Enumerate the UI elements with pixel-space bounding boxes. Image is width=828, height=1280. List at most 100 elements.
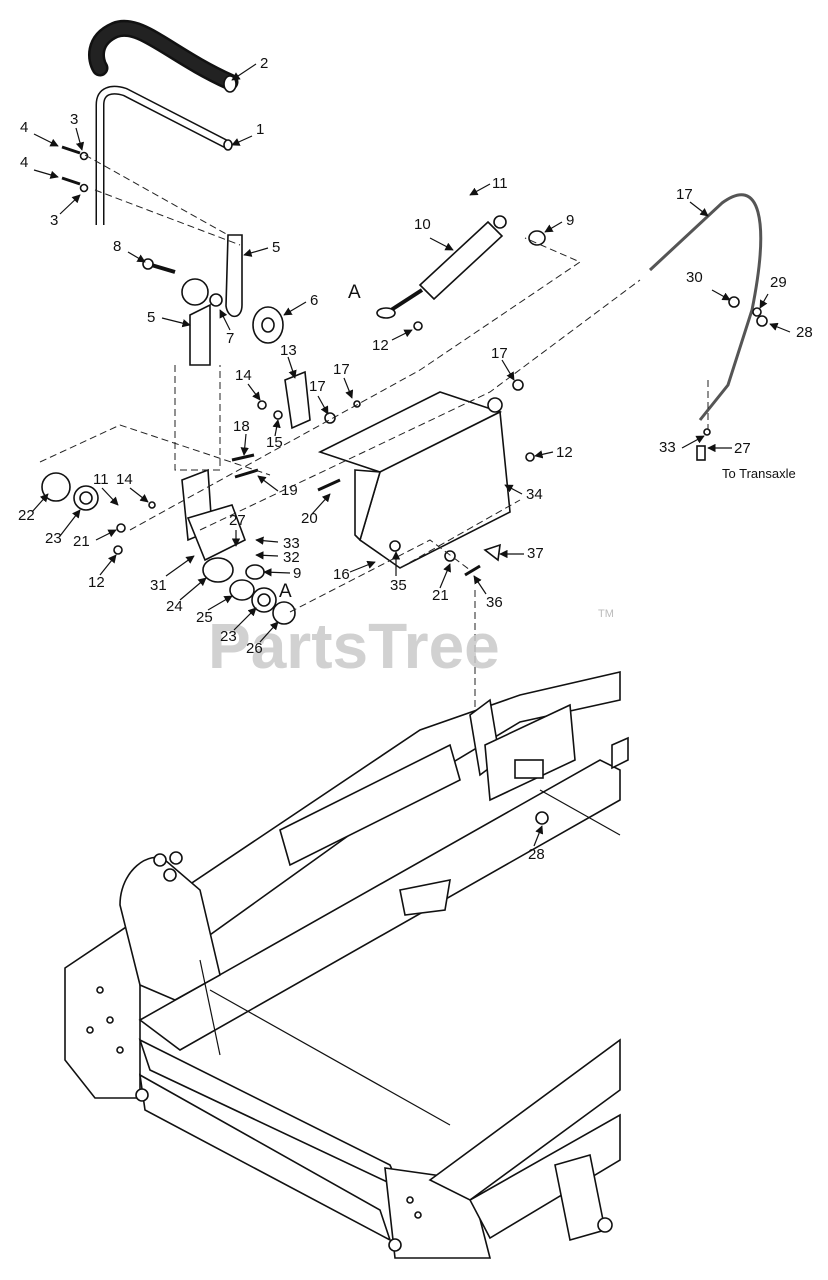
callout: 9	[566, 212, 574, 229]
callout: 2	[260, 55, 268, 72]
bushing-22	[41, 472, 71, 502]
callout: 24	[166, 598, 183, 615]
callout: 23	[45, 530, 62, 547]
leader-arrow	[429, 237, 454, 251]
callout: 32	[283, 549, 300, 566]
callout: 7	[226, 330, 234, 347]
leader-arrow	[263, 568, 291, 577]
callout: 11	[93, 471, 109, 488]
leader-arrow	[255, 536, 279, 545]
pivot-assembly	[181, 468, 246, 583]
leader-arrow	[59, 194, 81, 215]
leader-arrow	[317, 395, 329, 415]
callout: 16	[333, 566, 350, 583]
leader-arrow	[681, 435, 705, 449]
callout: 28	[528, 846, 545, 863]
leader-arrow	[95, 529, 117, 541]
callout: 19	[281, 482, 298, 499]
callout: 17	[309, 378, 326, 395]
leader-arrow	[99, 554, 117, 576]
gas-cylinder	[376, 215, 507, 319]
callout: 21	[73, 533, 90, 550]
watermark: PartsTree	[208, 610, 500, 682]
callout-labels: 1 2 3 3 4 4 5 5 6 7 8 9 9 10 11 11 12 12…	[18, 55, 813, 863]
leader-arrow	[287, 356, 297, 379]
leader-arrow	[259, 621, 279, 643]
gear	[181, 278, 209, 306]
callout: 17	[333, 361, 350, 378]
callout: 4	[20, 119, 28, 136]
callout: 22	[18, 507, 35, 524]
leader-arrow	[243, 247, 269, 257]
plate-13	[284, 370, 311, 430]
callout: 27	[229, 512, 246, 529]
callout: 13	[280, 342, 297, 359]
callout: 15	[266, 434, 283, 451]
leader-arrow	[533, 825, 544, 847]
callout: 27	[734, 440, 751, 457]
leader-arrow	[504, 484, 523, 495]
leader-arrow	[343, 377, 354, 399]
to-transaxle-note: To Transaxle	[722, 466, 796, 481]
callout: 33	[283, 535, 300, 552]
assembly-guides	[39, 154, 709, 720]
callout: 35	[390, 577, 407, 594]
callout: 29	[770, 274, 787, 291]
reference-letter-lower: A	[279, 581, 292, 602]
leader-arrow	[257, 475, 279, 492]
callout: 26	[246, 640, 263, 657]
hardware-screws-upper	[61, 145, 89, 193]
leader-arrow	[439, 563, 451, 589]
cable	[648, 193, 763, 421]
leader-arrow	[75, 127, 85, 151]
callout: 25	[196, 609, 213, 626]
callout: 31	[150, 577, 167, 594]
reference-letter-upper: A	[348, 282, 361, 303]
leader-arrow	[534, 450, 554, 459]
bushing-9-lower	[245, 564, 265, 580]
callout: 1	[256, 121, 264, 138]
callout: 30	[686, 269, 703, 286]
callout: 17	[491, 345, 508, 362]
callout: 5	[272, 239, 280, 256]
bushing-9-upper	[528, 230, 546, 246]
leader-arrow	[231, 135, 253, 146]
leader-arrow	[311, 493, 331, 515]
callout: 12	[556, 444, 573, 461]
mower-frame	[64, 670, 629, 1259]
leader-arrow	[127, 251, 146, 263]
leader-arrow	[711, 289, 731, 301]
leader-arrow	[544, 221, 563, 233]
callout: 6	[310, 292, 318, 309]
control-bracket	[317, 391, 511, 569]
sleeve-25	[229, 579, 255, 601]
leader-arrow	[31, 493, 49, 513]
bracket-bar-lower	[189, 303, 211, 366]
leader-arrow	[161, 317, 191, 328]
callout: 3	[50, 212, 58, 229]
leader-arrow	[219, 309, 231, 331]
callout: 11	[492, 175, 508, 192]
leader-arrow	[759, 293, 769, 309]
leader-arrows	[31, 63, 791, 847]
leader-arrow	[207, 595, 233, 611]
leader-arrow	[689, 201, 709, 217]
callout: 17	[676, 186, 693, 203]
leader-arrow	[272, 419, 281, 437]
callout: 20	[301, 510, 318, 527]
callout: 4	[20, 154, 28, 171]
callout: 34	[526, 486, 543, 503]
leader-arrow	[283, 301, 307, 316]
leader-arrow	[349, 560, 376, 573]
callout: 23	[220, 628, 237, 645]
callout: 37	[527, 545, 544, 562]
callout: 14	[235, 367, 252, 384]
leader-arrow	[59, 509, 81, 537]
leader-arrow	[33, 133, 59, 147]
callout: 10	[414, 216, 431, 233]
watermark-tm: TM	[598, 608, 614, 620]
callout: 12	[88, 574, 105, 591]
leader-arrow	[231, 63, 257, 81]
leader-arrow	[255, 551, 279, 560]
